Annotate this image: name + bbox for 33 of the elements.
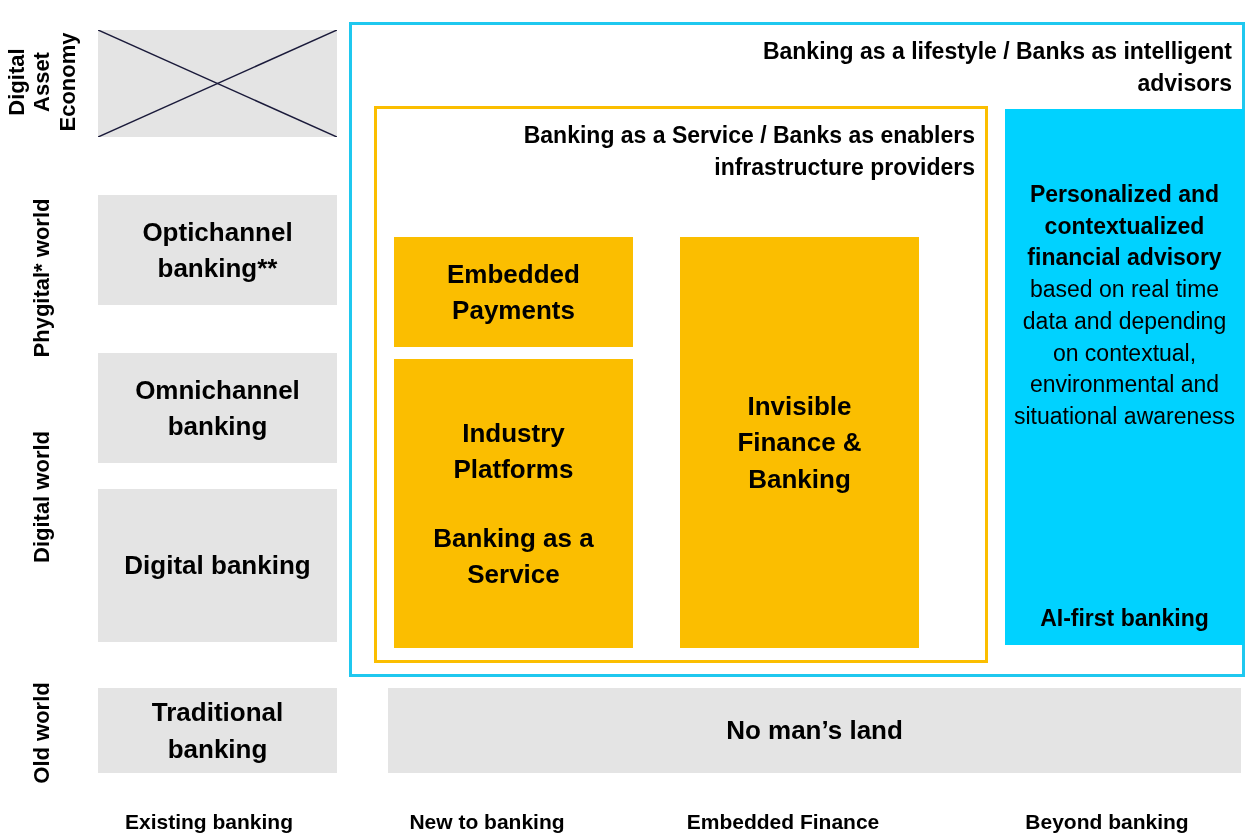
- crossed-out-box: [98, 30, 337, 137]
- row-label: Phygital* world: [29, 197, 55, 360]
- box-label: Traditional banking: [150, 696, 285, 766]
- column-label: New to banking: [409, 810, 565, 834]
- box-label: Banking as a Service: [432, 521, 595, 591]
- group-heading: Banking as a lifestyle / Banks as intelligent advisors: [761, 37, 1232, 99]
- category-box: [98, 489, 337, 642]
- box-label: Embedded Payments: [446, 257, 581, 327]
- box-label: Digital banking: [124, 549, 311, 583]
- box-label: Industry Platforms: [452, 416, 575, 487]
- category-box: [394, 237, 633, 347]
- column-label: Existing banking: [125, 810, 293, 834]
- category-box: [394, 359, 633, 648]
- box-footer: AI-first banking: [1040, 603, 1209, 635]
- row-label: Digital world: [29, 430, 55, 565]
- group-frame: [349, 22, 1245, 677]
- group-frame: [374, 106, 988, 663]
- category-box: [1005, 109, 1244, 645]
- column-label: Embedded Finance: [686, 810, 880, 834]
- box-label: Omnichannel banking: [134, 373, 301, 443]
- row-label: Digital Asset Economy: [4, 31, 80, 134]
- column-label: Beyond banking: [1025, 810, 1189, 834]
- box-label: Invisible Finance & Banking: [736, 389, 863, 496]
- box-description: Personalized and contextualized financial advisory based on real time data and depending on contextual, environmental and situational awareness: [1013, 180, 1236, 432]
- category-box: [388, 688, 1241, 773]
- row-label: Old world: [29, 681, 55, 786]
- group-heading: Banking as a Service / Banks as enablers infrastructure providers: [522, 121, 975, 183]
- category-box: [98, 688, 337, 773]
- category-box: [98, 353, 337, 463]
- category-box: [98, 195, 337, 305]
- box-label: Optichannel banking**: [141, 215, 294, 285]
- category-box: [680, 237, 919, 648]
- box-label: No man’s land: [726, 714, 903, 748]
